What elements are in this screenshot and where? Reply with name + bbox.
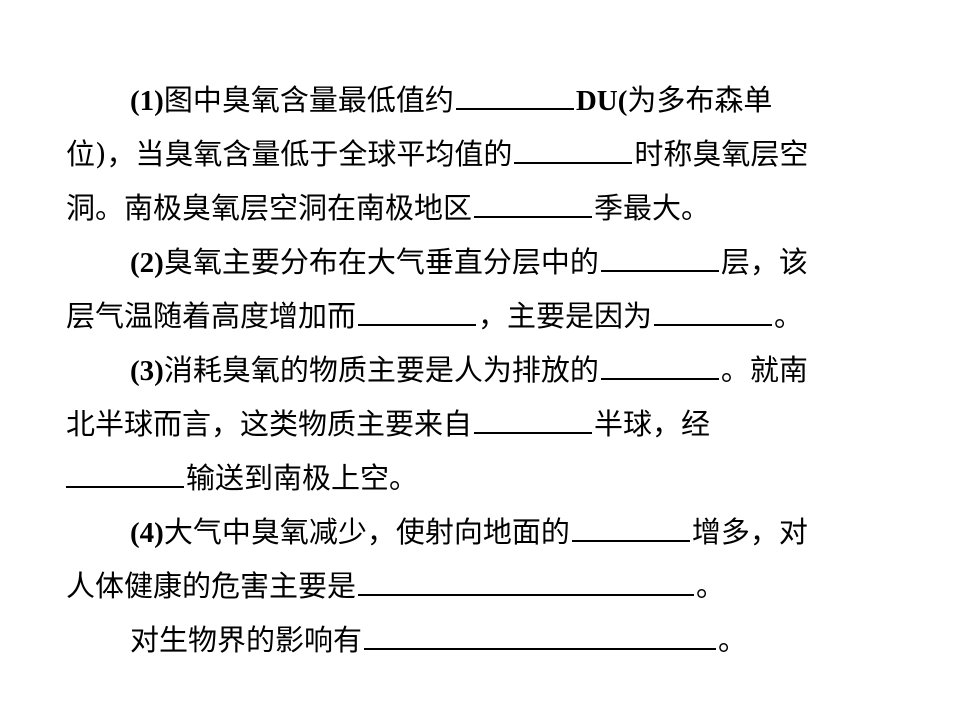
q4-text: 大气中臭氧减少，使射向地面的 [163,515,570,549]
q3-text: 半球，经 [594,407,711,441]
q2-line-1: (2)臭氧主要分布在大气垂直分层中的 层，该 [130,242,910,282]
q1-text: 洞。南极臭氧层空洞在南极地区 [66,191,473,225]
q2-text: 。 [774,299,804,333]
q1-blank-1[interactable] [455,83,574,110]
q1-text: 位) [66,137,107,171]
q3-text: 。就南 [720,353,808,387]
q4-line-1: (4)大气中臭氧减少，使射向地面的 增多，对 [130,512,910,552]
q2-text: 臭氧主要分布在大气垂直分层中的 [163,245,599,279]
q4-text: 人体健康的危害主要是 [66,569,357,603]
q2-text: ，主要是因为 [478,299,653,333]
q4-number: (4) [130,517,164,549]
q3-text: 消耗臭氧的物质主要是人为排放的 [163,353,599,387]
q4-line-2: 人体健康的危害主要是 。 [66,566,896,606]
q2-text: 层气温随着高度增加而 [66,299,357,333]
q1-text: 季最大。 [594,191,711,225]
q4-blank-1[interactable] [571,515,690,542]
q1-line-2: 位)，当臭氧含量低于全球平均值的 时称臭氧层空 [66,134,896,174]
q3-blank-1[interactable] [600,353,719,380]
q3-number: (3) [130,355,164,387]
q3-text: 输送到南极上空。 [186,461,419,495]
q4-text: 。 [696,569,726,603]
q4-blank-3[interactable] [364,623,717,650]
q1-text: 时称臭氧层空 [634,137,809,171]
q3-line-2: 北半球而言，这类物质主要来自 半球，经 [66,404,896,444]
q4-text: 。 [718,623,748,657]
q2-number: (2) [130,247,164,279]
q1-blank-3[interactable] [474,191,593,218]
q2-blank-1[interactable] [600,245,719,272]
q4-blank-2[interactable] [358,569,695,596]
q1-number: (1) [130,85,164,117]
q4-text: 对生物界的影响有 [130,623,363,657]
q3-line-1: (3)消耗臭氧的物质主要是人为排放的 。就南 [130,350,910,390]
q2-blank-3[interactable] [654,299,773,326]
q2-line-2: 层气温随着高度增加而 ，主要是因为 。 [66,296,896,336]
q1-text: 图中臭氧含量最低值约 [163,83,454,117]
q1-line-1: (1)图中臭氧含量最低值约 DU(为多布森单 [130,80,910,120]
q1-unit: DU( [575,85,628,117]
q1-text: 为多布森单 [627,83,773,117]
q2-text: 层，该 [720,245,808,279]
q3-blank-3[interactable] [66,461,184,488]
q2-blank-2[interactable] [358,299,477,326]
q3-line-3: 输送到南极上空。 [66,458,896,498]
q1-text: ，当臭氧含量低于全球平均值的 [106,137,513,171]
q3-blank-2[interactable] [474,407,593,434]
q1-line-3: 洞。南极臭氧层空洞在南极地区 季最大。 [66,188,896,228]
q3-text: 北半球而言，这类物质主要来自 [66,407,473,441]
q4-text: 增多，对 [691,515,808,549]
q1-blank-2[interactable] [514,137,633,164]
q4-line-3: 对生物界的影响有 。 [130,620,910,660]
